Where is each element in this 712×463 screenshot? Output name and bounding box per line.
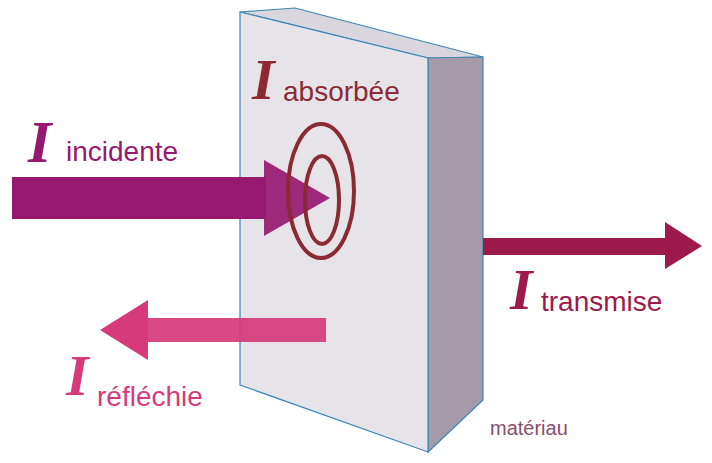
intensity-subscript: réfléchie	[97, 383, 203, 411]
absorption-ring	[288, 124, 354, 258]
transmitted-arrow-head	[665, 222, 702, 269]
intensity-subscript: transmise	[541, 288, 662, 316]
reflected-arrow	[100, 300, 326, 360]
intensity-symbol: I	[510, 261, 533, 319]
incident-arrow	[12, 160, 330, 236]
absorption-ring	[305, 156, 339, 244]
transmitted-arrow-body	[483, 238, 667, 255]
intensity-subscript: absorbée	[283, 78, 400, 106]
intensity-symbol: I	[66, 347, 89, 405]
incident-arrow-body	[12, 177, 266, 219]
reflected-arrow-body	[146, 318, 326, 342]
intensity-symbol: I	[28, 112, 51, 172]
incident-arrow-head	[264, 160, 330, 236]
slab-side	[428, 57, 483, 452]
material-label: matériau	[490, 418, 568, 438]
reflected-arrow-head	[100, 300, 148, 360]
intensity-symbol: I	[252, 51, 275, 109]
slab-front	[240, 12, 428, 452]
intensity-subscript: incidente	[66, 138, 178, 166]
